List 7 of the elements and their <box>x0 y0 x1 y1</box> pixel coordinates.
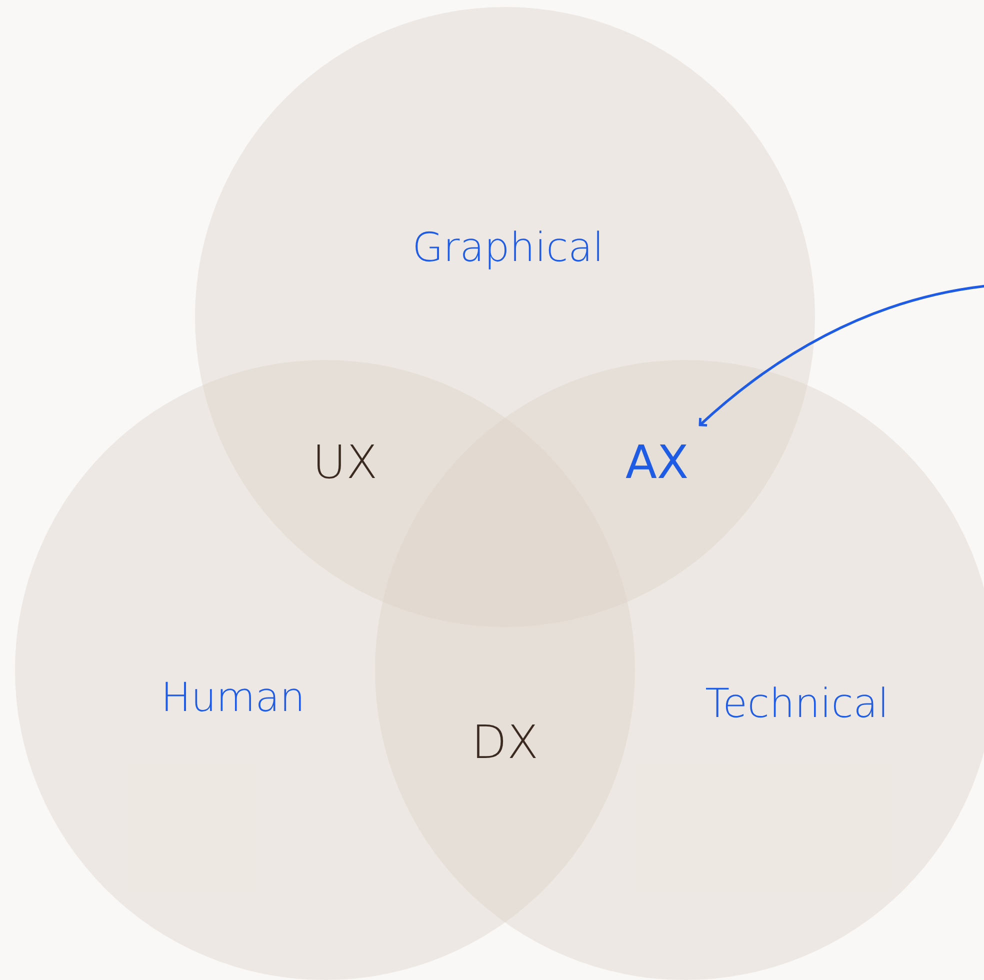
curved-arrow <box>698 284 984 427</box>
circle-label: Technical <box>705 681 889 727</box>
overlap-label: AX <box>626 439 688 485</box>
circle-label: Graphical <box>412 225 604 271</box>
overlap-label: UX <box>312 435 378 489</box>
circle-label: Human <box>160 675 306 721</box>
overlap-label: DX <box>472 715 538 769</box>
